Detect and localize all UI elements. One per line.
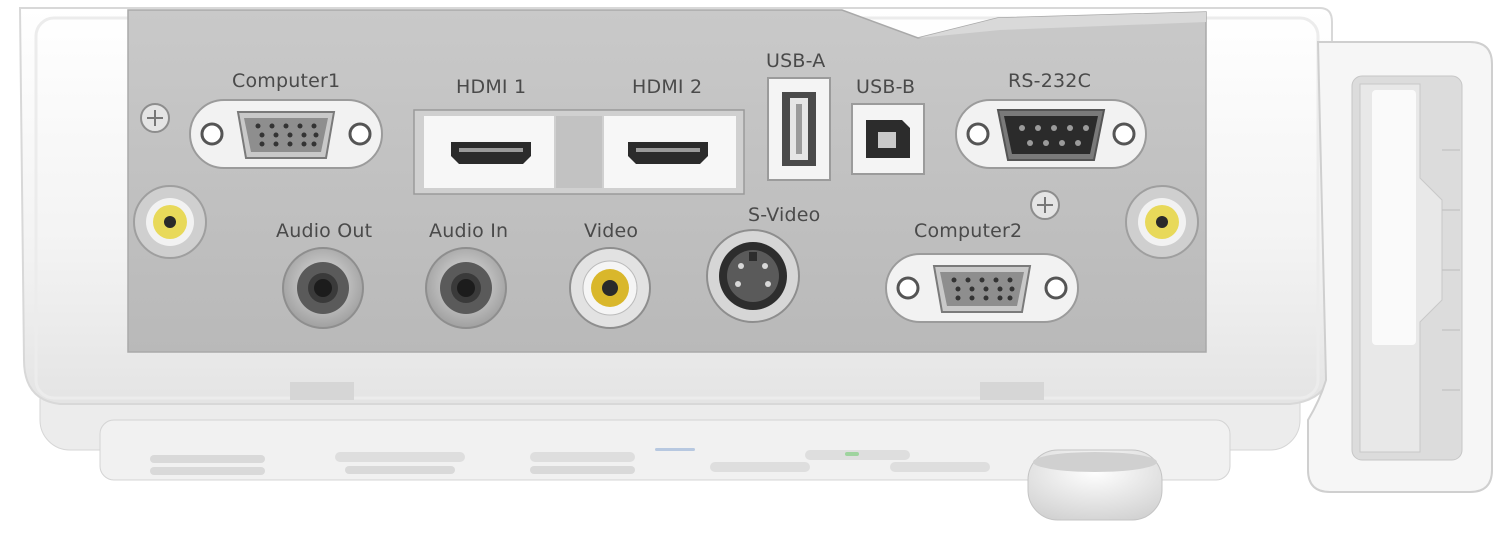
adjustable-foot	[1027, 449, 1163, 521]
rs232c-port	[955, 99, 1147, 169]
hdmi2-label: HDMI 2	[632, 76, 703, 98]
rs232c-label: RS-232C	[1008, 70, 1092, 92]
computer1-label: Computer1	[232, 70, 341, 92]
left-yellow-mount	[133, 185, 207, 259]
audio-in-label: Audio In	[429, 220, 509, 242]
screw-right	[1030, 190, 1060, 220]
hdmi-ports-block	[413, 109, 745, 195]
audio-out-label: Audio Out	[276, 220, 373, 242]
video-label: Video	[584, 220, 639, 242]
side-handle	[1307, 41, 1493, 493]
hdmi1-label: HDMI 1	[456, 76, 527, 98]
s-video-jack	[706, 229, 800, 323]
screw-left	[140, 103, 170, 133]
usb-b-label: USB-B	[856, 76, 916, 98]
video-rca-jack	[569, 247, 651, 329]
right-yellow-mount	[1125, 185, 1199, 259]
audio-out-jack	[282, 247, 364, 329]
computer2-label: Computer2	[914, 220, 1023, 242]
computer2-vga-port	[885, 253, 1079, 323]
usb-a-label: USB-A	[766, 50, 826, 72]
s-video-label: S-Video	[748, 204, 821, 226]
audio-in-jack	[425, 247, 507, 329]
usb-a-port	[767, 77, 831, 181]
computer1-vga-port	[189, 99, 383, 169]
usb-b-port	[851, 103, 925, 175]
